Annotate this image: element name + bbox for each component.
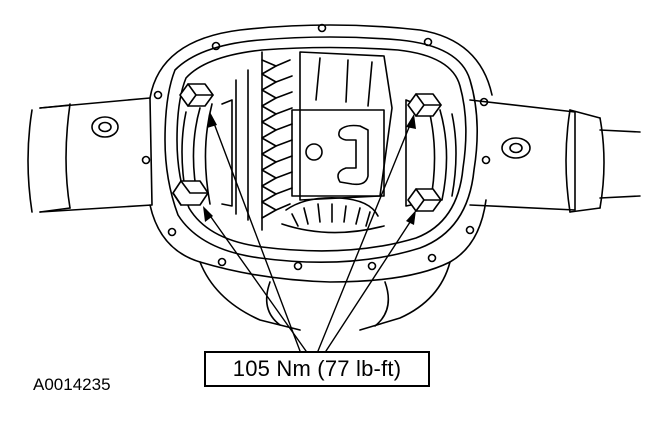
torque-specification-callout: 105 Nm (77 lb-ft) xyxy=(204,351,430,387)
bearing-cap-bolt-upper-left xyxy=(179,83,214,107)
arrow-lower-right xyxy=(406,210,416,225)
bearing-cap-bolt-lower-right xyxy=(407,188,442,212)
arrow-lower-left xyxy=(203,206,213,222)
arrow-upper-left xyxy=(207,112,217,128)
left-axle-tube xyxy=(27,97,153,213)
leader-arrowheads xyxy=(203,112,416,225)
right-axle-tube xyxy=(469,99,641,213)
leader-lines xyxy=(205,117,415,352)
ring-gear xyxy=(235,51,293,231)
torque-specification-text: 105 Nm (77 lb-ft) xyxy=(232,356,402,381)
bearing-cap-bolt-upper-right xyxy=(407,93,442,117)
differential-case xyxy=(291,51,393,201)
pinion-gear xyxy=(281,196,385,234)
figure-id-label: A0014235 xyxy=(33,375,111,394)
arrow-upper-right xyxy=(406,114,416,129)
axle-housing xyxy=(149,24,493,331)
flange-bolt-holes xyxy=(141,23,491,271)
bearing-cap-bolt-lower-left xyxy=(172,180,209,206)
